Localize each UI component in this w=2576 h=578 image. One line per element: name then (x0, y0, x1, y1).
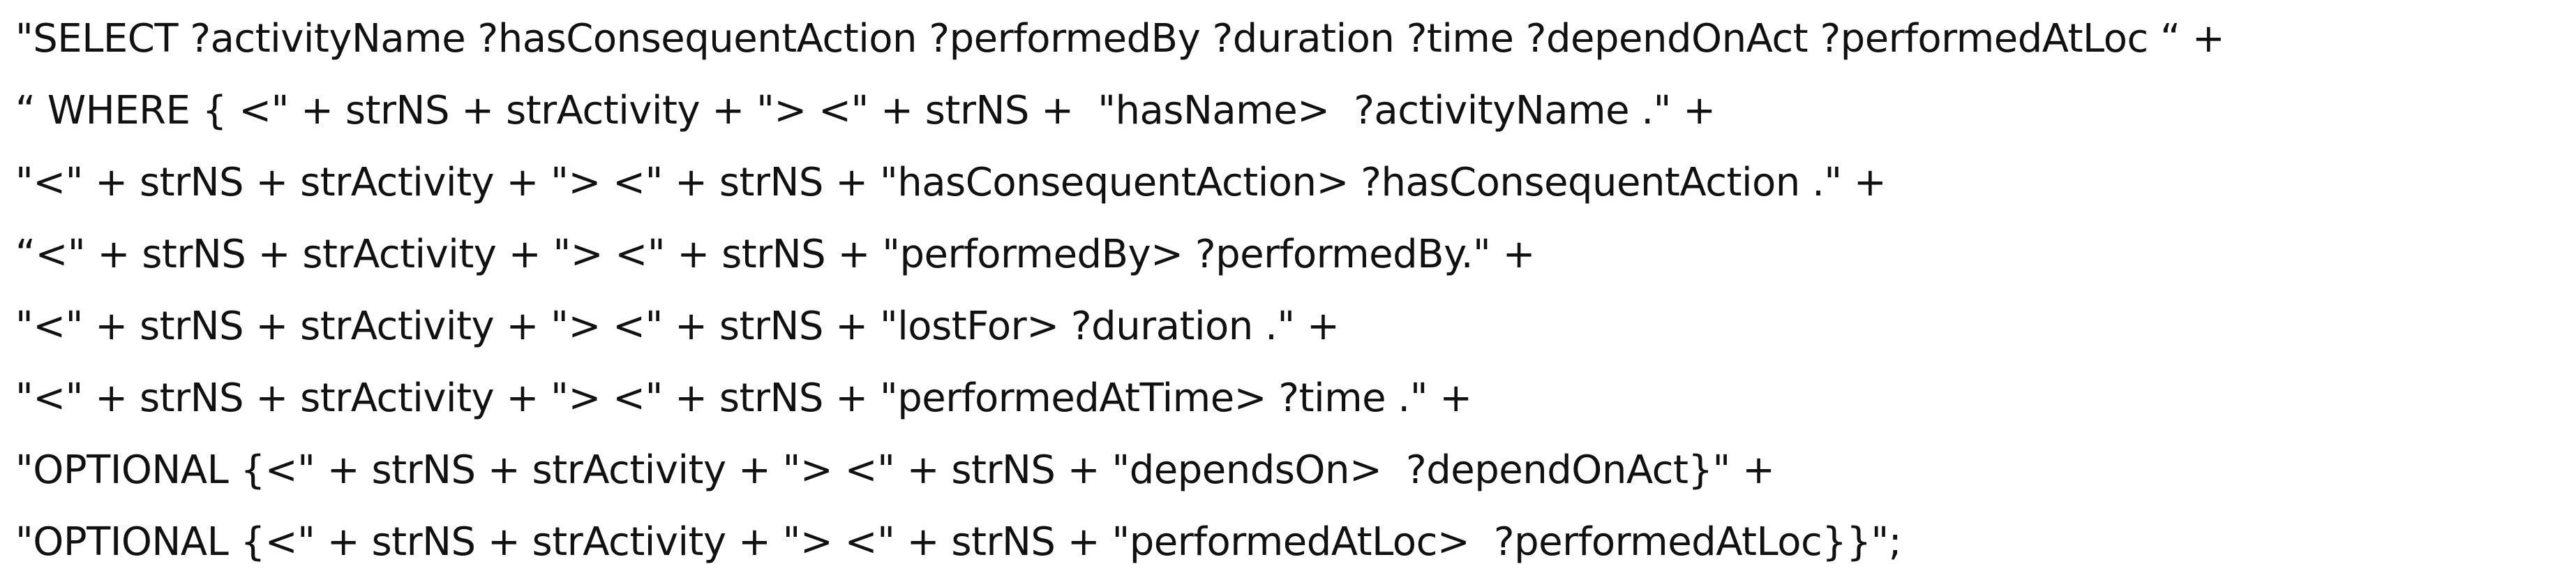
code-line-1: "SELECT ?activityName ?hasConsequentActi… (15, 16, 2225, 61)
code-line-7: "OPTIONAL {<" + strNS + strActivity + ">… (15, 447, 1775, 493)
code-line-8: "OPTIONAL {<" + strNS + strActivity + ">… (15, 519, 1902, 565)
code-line-3: "<" + strNS + strActivity + "> <" + strN… (15, 160, 1887, 205)
code-line-5: "<" + strNS + strActivity + "> <" + strN… (15, 304, 1340, 349)
code-line-2: “ WHERE { <" + strNS + strActivity + "> … (15, 88, 1716, 133)
code-line-6: "<" + strNS + strActivity + "> <" + strN… (15, 376, 1472, 421)
code-line-4: “<" + strNS + strActivity + "> <" + strN… (15, 232, 1536, 277)
